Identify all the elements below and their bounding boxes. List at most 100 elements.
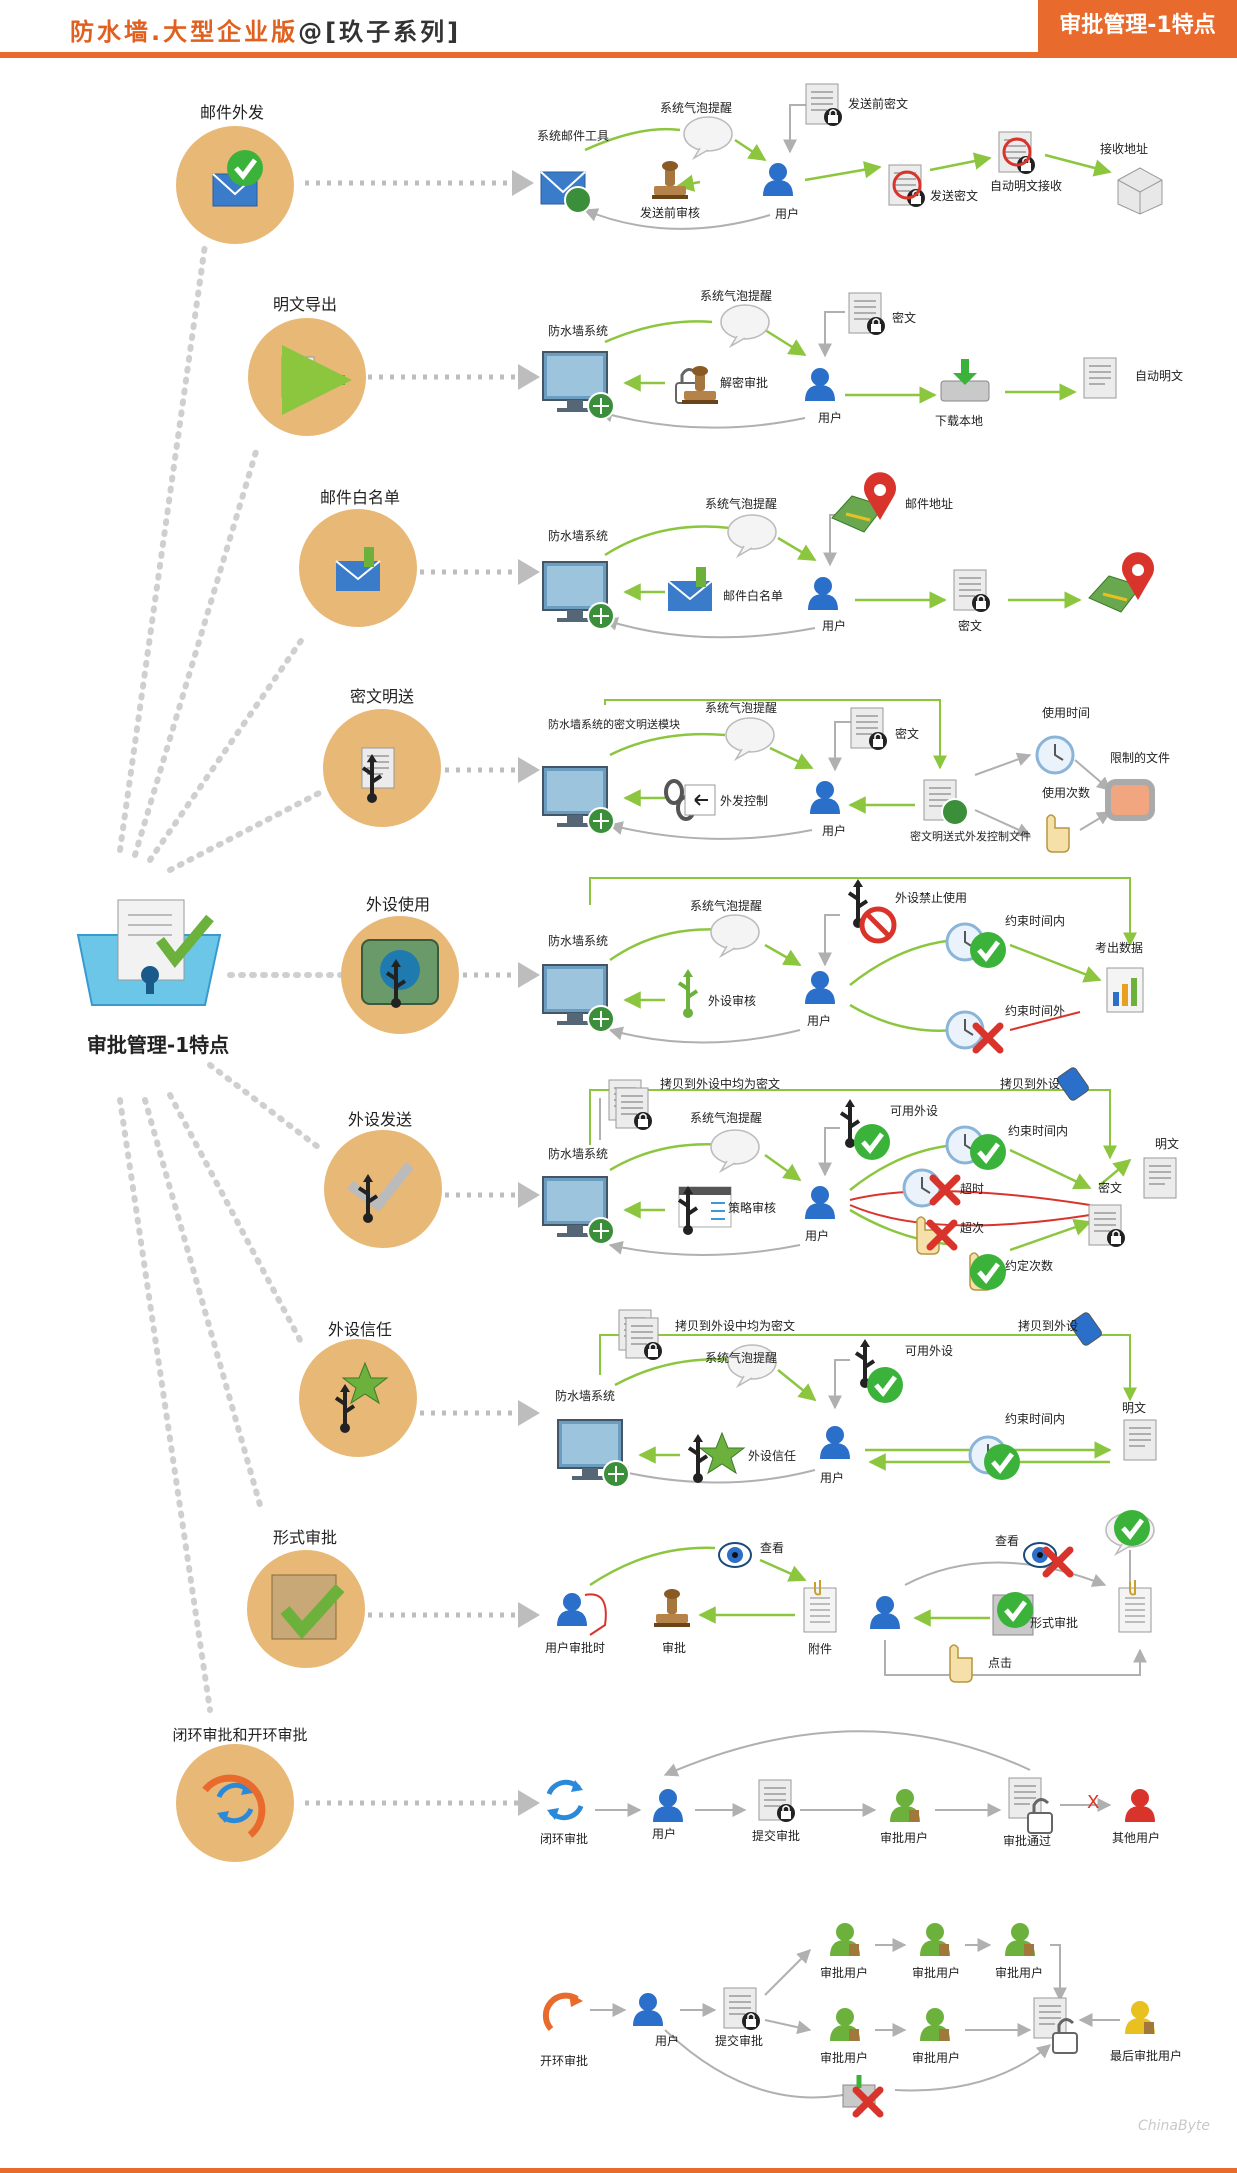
feature-mail-whitelist[interactable] [299, 509, 417, 627]
r3-user-label: 用户 [822, 618, 846, 633]
r4-module-label: 防水墙系统的密文明送模块 [548, 717, 680, 731]
header-title-series: [玖子系列] [325, 18, 462, 46]
r8-click-label: 点击 [988, 1656, 1012, 1670]
r1-user-label: 用户 [775, 206, 799, 221]
r5-out-label: 约束时间外 [1005, 1003, 1065, 1018]
r2-autoplain-label: 自动明文 [1135, 368, 1183, 383]
feature-label-device-send: 外设发送 [348, 1110, 412, 1129]
flow-device-use: 防水墙系统 系统气泡提醒 外设审核 用户 外设禁止使用 约束时间内 约束时间外 … [542, 877, 1144, 1050]
r8-user-approve-label: 用户审批时 [545, 1640, 605, 1655]
r6-copy-note: 拷贝到外设中均为密文 [660, 1076, 780, 1091]
feature-formal-approve[interactable] [247, 1550, 365, 1668]
r9-submit-label: 提交审批 [752, 1828, 800, 1843]
r7-copy-note: 拷贝到外设中均为密文 [675, 1318, 795, 1333]
r6-bubble-label: 系统气泡提醒 [690, 1110, 762, 1125]
r8-formal-label: 形式审批 [1030, 1615, 1078, 1630]
r4-user-label: 用户 [822, 823, 846, 838]
r6-copy-dev: 拷贝到外设 [1000, 1076, 1060, 1091]
footer-divider [0, 2168, 1237, 2173]
r10-approver-2: 审批用户 [912, 1965, 960, 1980]
flow-cipher-send: 防水墙系统的密文明送模块 系统气泡提醒 外发控制 用户 密文 密文明送式外发控制… [542, 699, 1170, 853]
header-title: 防水墙.大型企业版@[玖子系列] [70, 12, 461, 47]
r10-open-label: 开环审批 [540, 2053, 588, 2068]
r3-firewall-label: 防水墙系统 [548, 528, 608, 543]
r9-user-label: 用户 [652, 1826, 676, 1841]
r4-count-label: 使用次数 [1042, 785, 1090, 800]
feature-label-plain-export: 明文导出 [273, 295, 337, 314]
flow-closed-loop: X 闭环审批 用户 提交审批 审批用户 审批通过 其他用户 [540, 1730, 1160, 1848]
r5-firewall-label: 防水墙系统 [548, 933, 608, 948]
header-divider [0, 52, 1237, 58]
r5-in-label: 约束时间内 [1005, 913, 1065, 928]
r2-firewall-label: 防水墙系统 [548, 323, 608, 338]
header-title-main: 防水墙.大型企业版 [70, 18, 299, 46]
r5-ban-label: 外设禁止使用 [895, 890, 967, 905]
r4-ctrl-label: 外发控制 [720, 793, 768, 808]
r8-view2-label: 查看 [995, 1534, 1019, 1548]
r1-stamp-label: 发送前审核 [640, 205, 700, 220]
r9-approver-label: 审批用户 [880, 1830, 928, 1845]
feature-label-loop-approve: 闭环审批和开环审批 [172, 1726, 307, 1744]
r2-user-label: 用户 [818, 410, 842, 425]
feature-label-mail-out: 邮件外发 [200, 103, 264, 122]
header-title-at: @ [298, 18, 326, 46]
r5-user-label: 用户 [807, 1013, 831, 1028]
r10-approver-1: 审批用户 [820, 1965, 868, 1980]
r6-overcount-label: 超次 [960, 1220, 984, 1235]
r10-last-label: 最后审批用户 [1110, 2048, 1182, 2063]
r10-submit-label: 提交审批 [715, 2033, 763, 2048]
flow-mail-out: 系统邮件工具 系统气泡提醒 发送前审核 用户 发送前密文 发送密文 自动明文接收… [537, 84, 1163, 230]
r7-in-label: 约束时间内 [1005, 1411, 1065, 1426]
feature-device-send[interactable] [324, 1130, 442, 1248]
watermark: ChinaByte [1138, 2118, 1210, 2134]
r3-bubble-label: 系统气泡提醒 [705, 496, 777, 511]
feature-device-use[interactable] [341, 916, 459, 1034]
r7-plain-label: 明文 [1122, 1400, 1146, 1415]
r8-attach-label: 附件 [808, 1642, 832, 1656]
r10-user-label: 用户 [655, 2033, 679, 2048]
r3-addr-label: 邮件地址 [905, 497, 953, 511]
r2-decrypt-label: 解密审批 [720, 375, 768, 390]
flow-open-loop: 开环审批 用户 提交审批 审批用户 审批用户 审批用户 审批用户 审批用户 最后… [540, 1923, 1182, 2114]
feature-mail-out[interactable] [176, 126, 294, 244]
r1-auto-label: 自动明文接收 [990, 178, 1062, 193]
r1-send-label: 发送密文 [930, 188, 978, 203]
r7-firewall-label: 防水墙系统 [555, 1388, 615, 1403]
r4-bubble-label: 系统气泡提醒 [705, 700, 777, 715]
r7-bubble-label: 系统气泡提醒 [705, 1350, 777, 1365]
feature-label-mail-whitelist: 邮件白名单 [320, 488, 400, 507]
r9-pass-label: 审批通过 [1003, 1833, 1051, 1848]
r5-audit-label: 外设审核 [708, 993, 756, 1008]
feature-label-formal-approve: 形式审批 [273, 1528, 337, 1547]
r5-copy-label: 考出数据 [1095, 940, 1143, 955]
feature-links [117, 242, 348, 1713]
flow-connectors [305, 170, 540, 1816]
r10-approver-4: 审批用户 [820, 2050, 868, 2065]
r2-bubble-label: 系统气泡提醒 [700, 288, 772, 303]
feature-loop-approve[interactable] [176, 1744, 294, 1862]
r5-bubble-label: 系统气泡提醒 [690, 898, 762, 913]
r1-sendcipher-label: 发送前密文 [848, 96, 908, 111]
feature-device-trust[interactable] [299, 1339, 417, 1457]
r2-cipher-label: 密文 [892, 310, 916, 325]
feature-label-cipher-send: 密文明送 [350, 687, 414, 706]
feature-cipher-send[interactable] [323, 709, 441, 827]
r8-approve-label: 审批 [662, 1640, 686, 1655]
r7-copy-dev: 拷贝到外设 [1018, 1318, 1078, 1333]
r6-firewall-label: 防水墙系统 [548, 1146, 608, 1161]
r4-time-label: 使用时间 [1042, 705, 1090, 720]
feature-plain-export[interactable] [248, 318, 366, 436]
r4-file-label: 密文明送式外发控制文件 [910, 829, 1031, 843]
center-label: 审批管理-1特点 [87, 1033, 229, 1057]
flow-plain-export: 防水墙系统 系统气泡提醒 解密审批 用户 密文 下载本地 自动明文 [542, 288, 1183, 429]
r3-mail-label: 邮件白名单 [723, 588, 783, 603]
flow-mail-whitelist: 防水墙系统 系统气泡提醒 邮件白名单 用户 邮件地址 密文 [542, 472, 1154, 639]
r6-usable-label: 可用外设 [890, 1104, 938, 1118]
flow-device-trust: 拷贝到外设中均为密文 拷贝到外设 防水墙系统 系统气泡提醒 外设信任 用户 可用… [555, 1310, 1157, 1488]
r4-limit-label: 限制的文件 [1110, 750, 1170, 765]
r6-plain-label: 明文 [1155, 1136, 1179, 1151]
r6-in-label: 约束时间内 [1008, 1123, 1068, 1138]
header-badge: 审批管理-1特点 [1038, 0, 1237, 52]
r6-user-label: 用户 [805, 1228, 829, 1243]
